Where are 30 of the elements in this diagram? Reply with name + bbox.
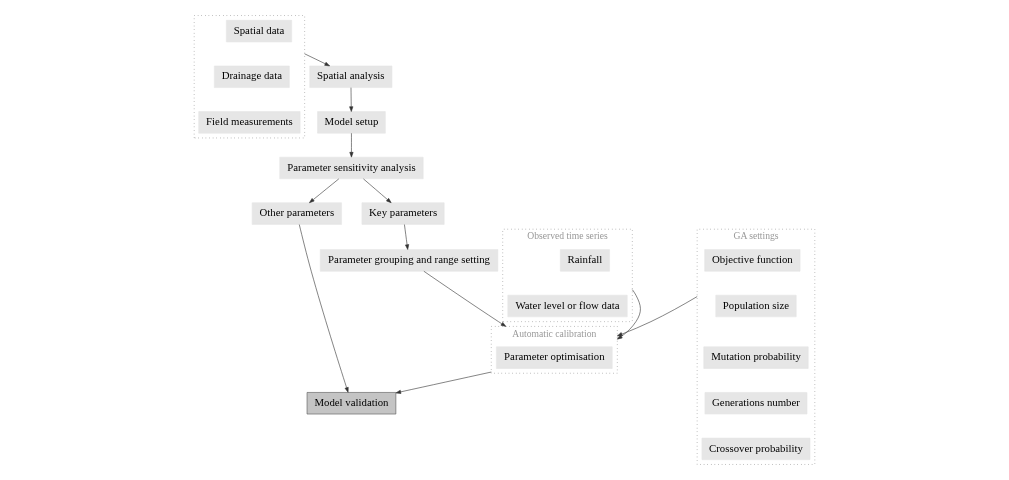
- node-box: Crossover probability: [701, 437, 811, 460]
- node-box: Model setup: [317, 111, 386, 134]
- arrow: [617, 296, 698, 337]
- node-box: Population size: [715, 294, 797, 318]
- node-box: Key parameters: [361, 202, 445, 225]
- arrow: [304, 53, 330, 67]
- arrow: [617, 289, 641, 340]
- arrow: [349, 87, 354, 112]
- node-box: Generations number: [704, 392, 808, 415]
- node-box: Spatial analysis: [309, 65, 393, 88]
- cluster: [193, 15, 305, 139]
- arrow: [349, 132, 354, 158]
- node-box: Parameter grouping and range setting: [319, 249, 499, 272]
- arrow: [298, 224, 349, 393]
- node-box: Parameter optimisation: [496, 346, 613, 369]
- node-box: Parameter sensitivity analysis: [279, 156, 424, 180]
- node-box: Mutation probability: [703, 346, 809, 369]
- node-box: Rainfall: [560, 249, 610, 272]
- node-box: Field measurements: [198, 111, 301, 134]
- node-box: Objective function: [704, 249, 801, 272]
- arrow: [363, 178, 392, 204]
- arrow: [423, 270, 507, 327]
- node-box: Drainage data: [214, 65, 290, 88]
- node-box: Spatial data: [226, 20, 293, 43]
- arrow: [395, 371, 492, 394]
- node-box: Other parameters: [251, 202, 342, 225]
- arrow: [309, 178, 340, 204]
- node-box: Model validation: [306, 392, 397, 415]
- arrow: [404, 224, 410, 250]
- node-box: Water level or flow data: [507, 294, 628, 318]
